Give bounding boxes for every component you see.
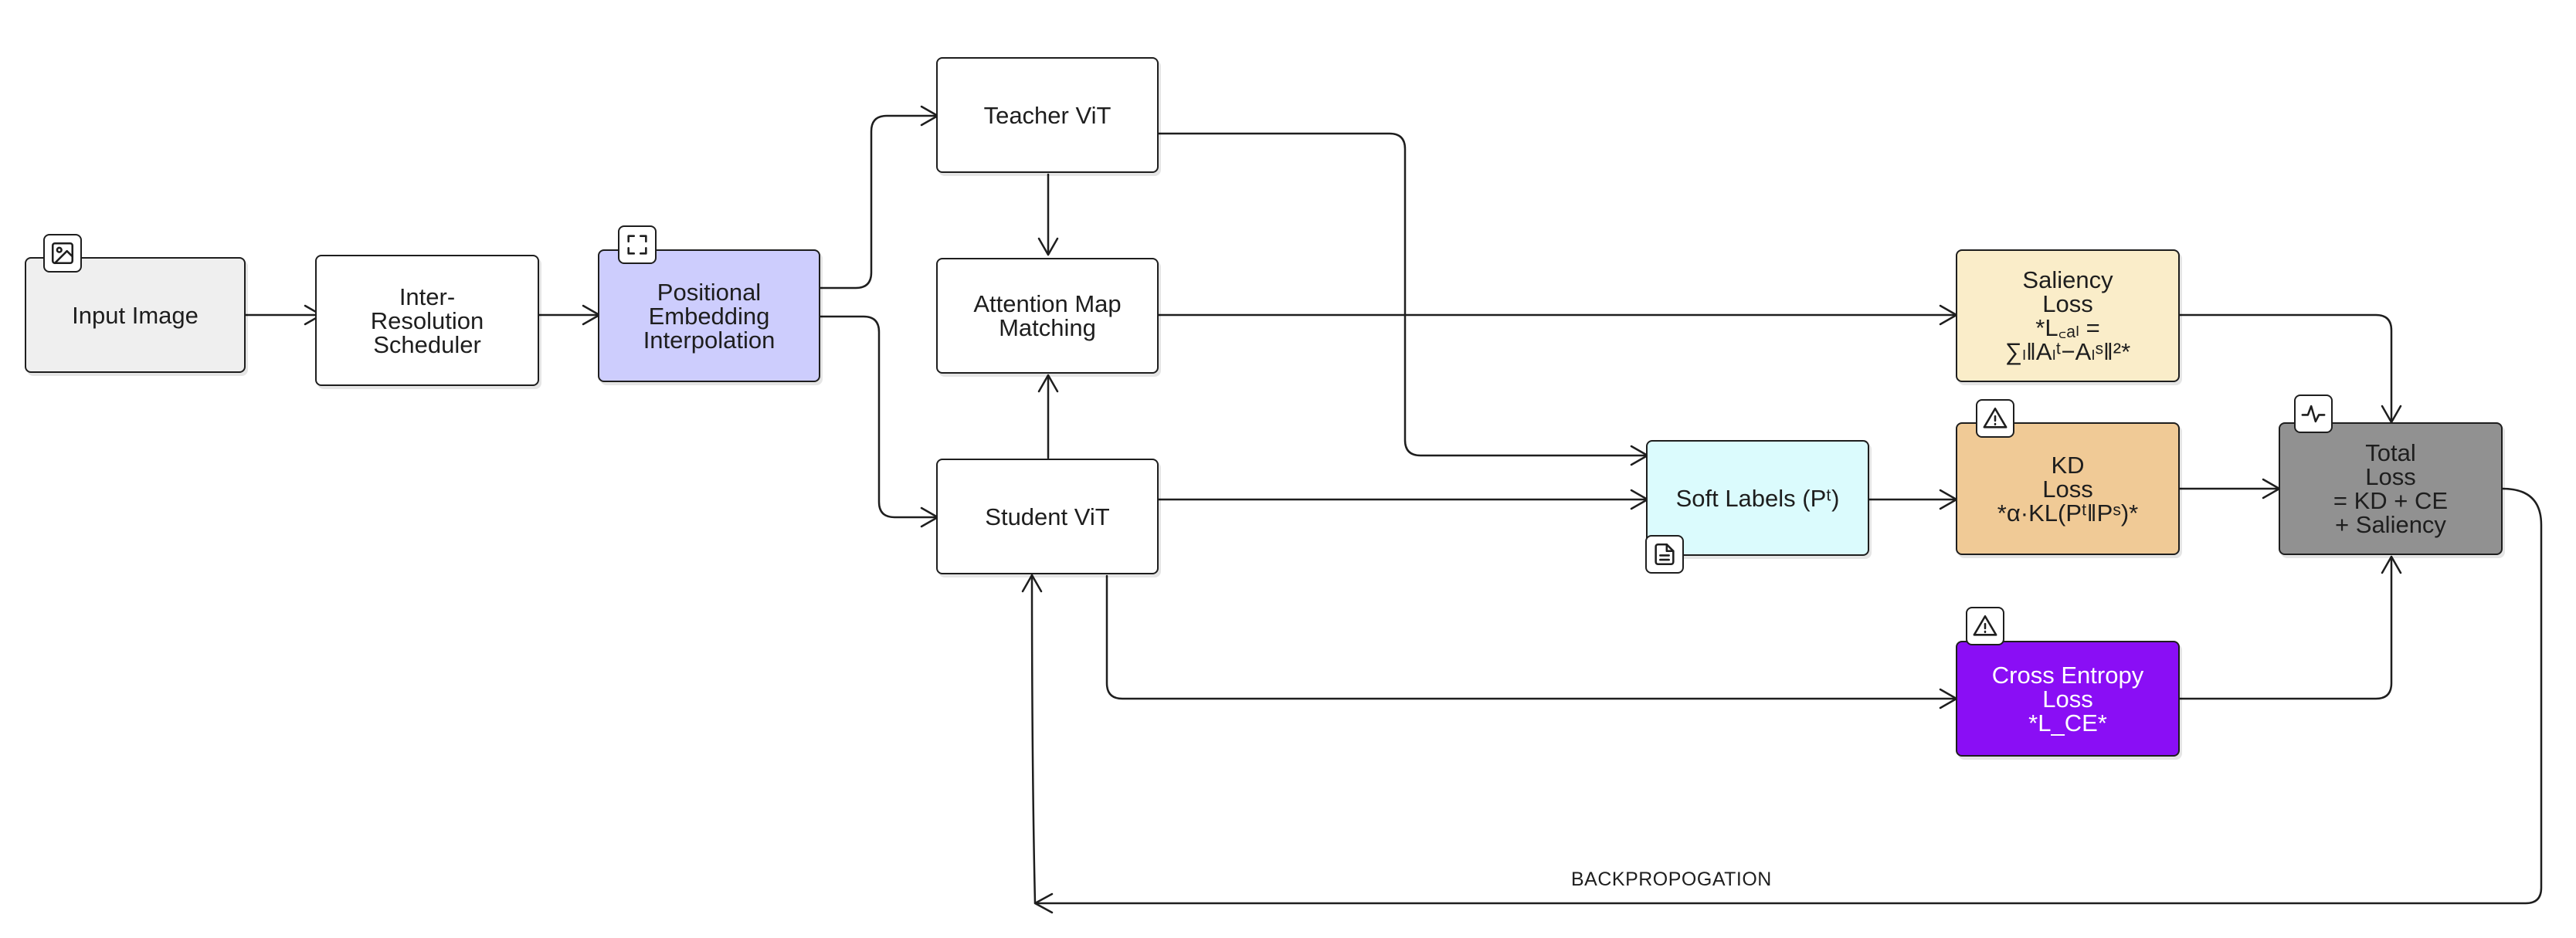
node-label-line: Scheduler xyxy=(373,330,481,358)
edge-posembed-to-student xyxy=(819,315,938,519)
warning-icon xyxy=(1966,607,2004,645)
edge-student-to-ce xyxy=(1105,574,1957,700)
node-label-line: Input Image xyxy=(72,301,199,329)
node-label-line: Soft Labels (Pᵗ) xyxy=(1675,484,1840,512)
edge-ce-to-total xyxy=(2178,556,2393,700)
node-label-line: Attention Map xyxy=(973,290,1122,317)
teacher-vit-node: Teacher ViT xyxy=(936,57,1159,173)
node-label-line: Loss xyxy=(2042,475,2093,503)
expand-icon xyxy=(618,225,657,264)
node-label-line: ∑ₗ‖Aₗᵗ−Aₗˢ‖²* xyxy=(2004,338,2131,365)
edge-backpropagation xyxy=(1030,487,2543,905)
node-label-line: Cross Entropy xyxy=(1991,661,2144,689)
warning-icon xyxy=(1976,399,2014,438)
node-label-line: Positional xyxy=(657,278,762,306)
node-label-line: = KD + CE xyxy=(2333,487,2449,514)
soft-labels-node: Soft Labels (Pᵗ) xyxy=(1646,440,1869,556)
arrowhead-backpropagation-end xyxy=(1021,574,1043,593)
node-label-line: Resolution xyxy=(370,306,484,334)
input-image-node: Input Image xyxy=(25,257,246,373)
edge-teacher-to-softlabels xyxy=(1157,132,1648,457)
backpropagation-label: BACKPROPOGATION xyxy=(1571,869,1772,890)
node-label-line: Student ViT xyxy=(985,503,1110,530)
node-label-line: KD xyxy=(2051,451,2085,479)
node-label-line: Interpolation xyxy=(643,326,776,354)
node-label-line: Saliency xyxy=(2022,266,2113,293)
node-label-line: *L꜀ₐₗ = xyxy=(2035,314,2100,341)
document-icon xyxy=(1645,535,1684,574)
student-vit-node: Student ViT xyxy=(936,459,1159,574)
node-label-line: Teacher ViT xyxy=(983,101,1112,129)
node-label-line: Matching xyxy=(999,314,1096,341)
edge-posembed-to-teacher xyxy=(819,114,938,290)
node-label-line: Inter- xyxy=(399,283,456,310)
node-label-line: Total xyxy=(2365,439,2416,466)
node-label-line: Embedding xyxy=(648,302,770,330)
node-label-line: Loss xyxy=(2365,463,2416,490)
node-label-line: Loss xyxy=(2042,685,2093,713)
arrowhead-ce-to-total xyxy=(2381,555,2402,574)
arrowhead-teacher-to-attention xyxy=(1037,237,1059,256)
image-icon xyxy=(43,234,82,273)
node-label-line: *α·KL(Pᵗ‖Pˢ)* xyxy=(1997,499,2139,527)
activity-icon xyxy=(2294,395,2333,433)
node-label-line: Loss xyxy=(2042,290,2093,317)
arrowhead-student-to-attention xyxy=(1037,374,1059,393)
arrowhead-backpropagation-start xyxy=(1033,892,1054,914)
node-label-line: *L_CE* xyxy=(2028,709,2107,737)
node-label-line: + Saliency xyxy=(2335,511,2446,538)
edge-saliency-to-total xyxy=(2178,313,2393,423)
